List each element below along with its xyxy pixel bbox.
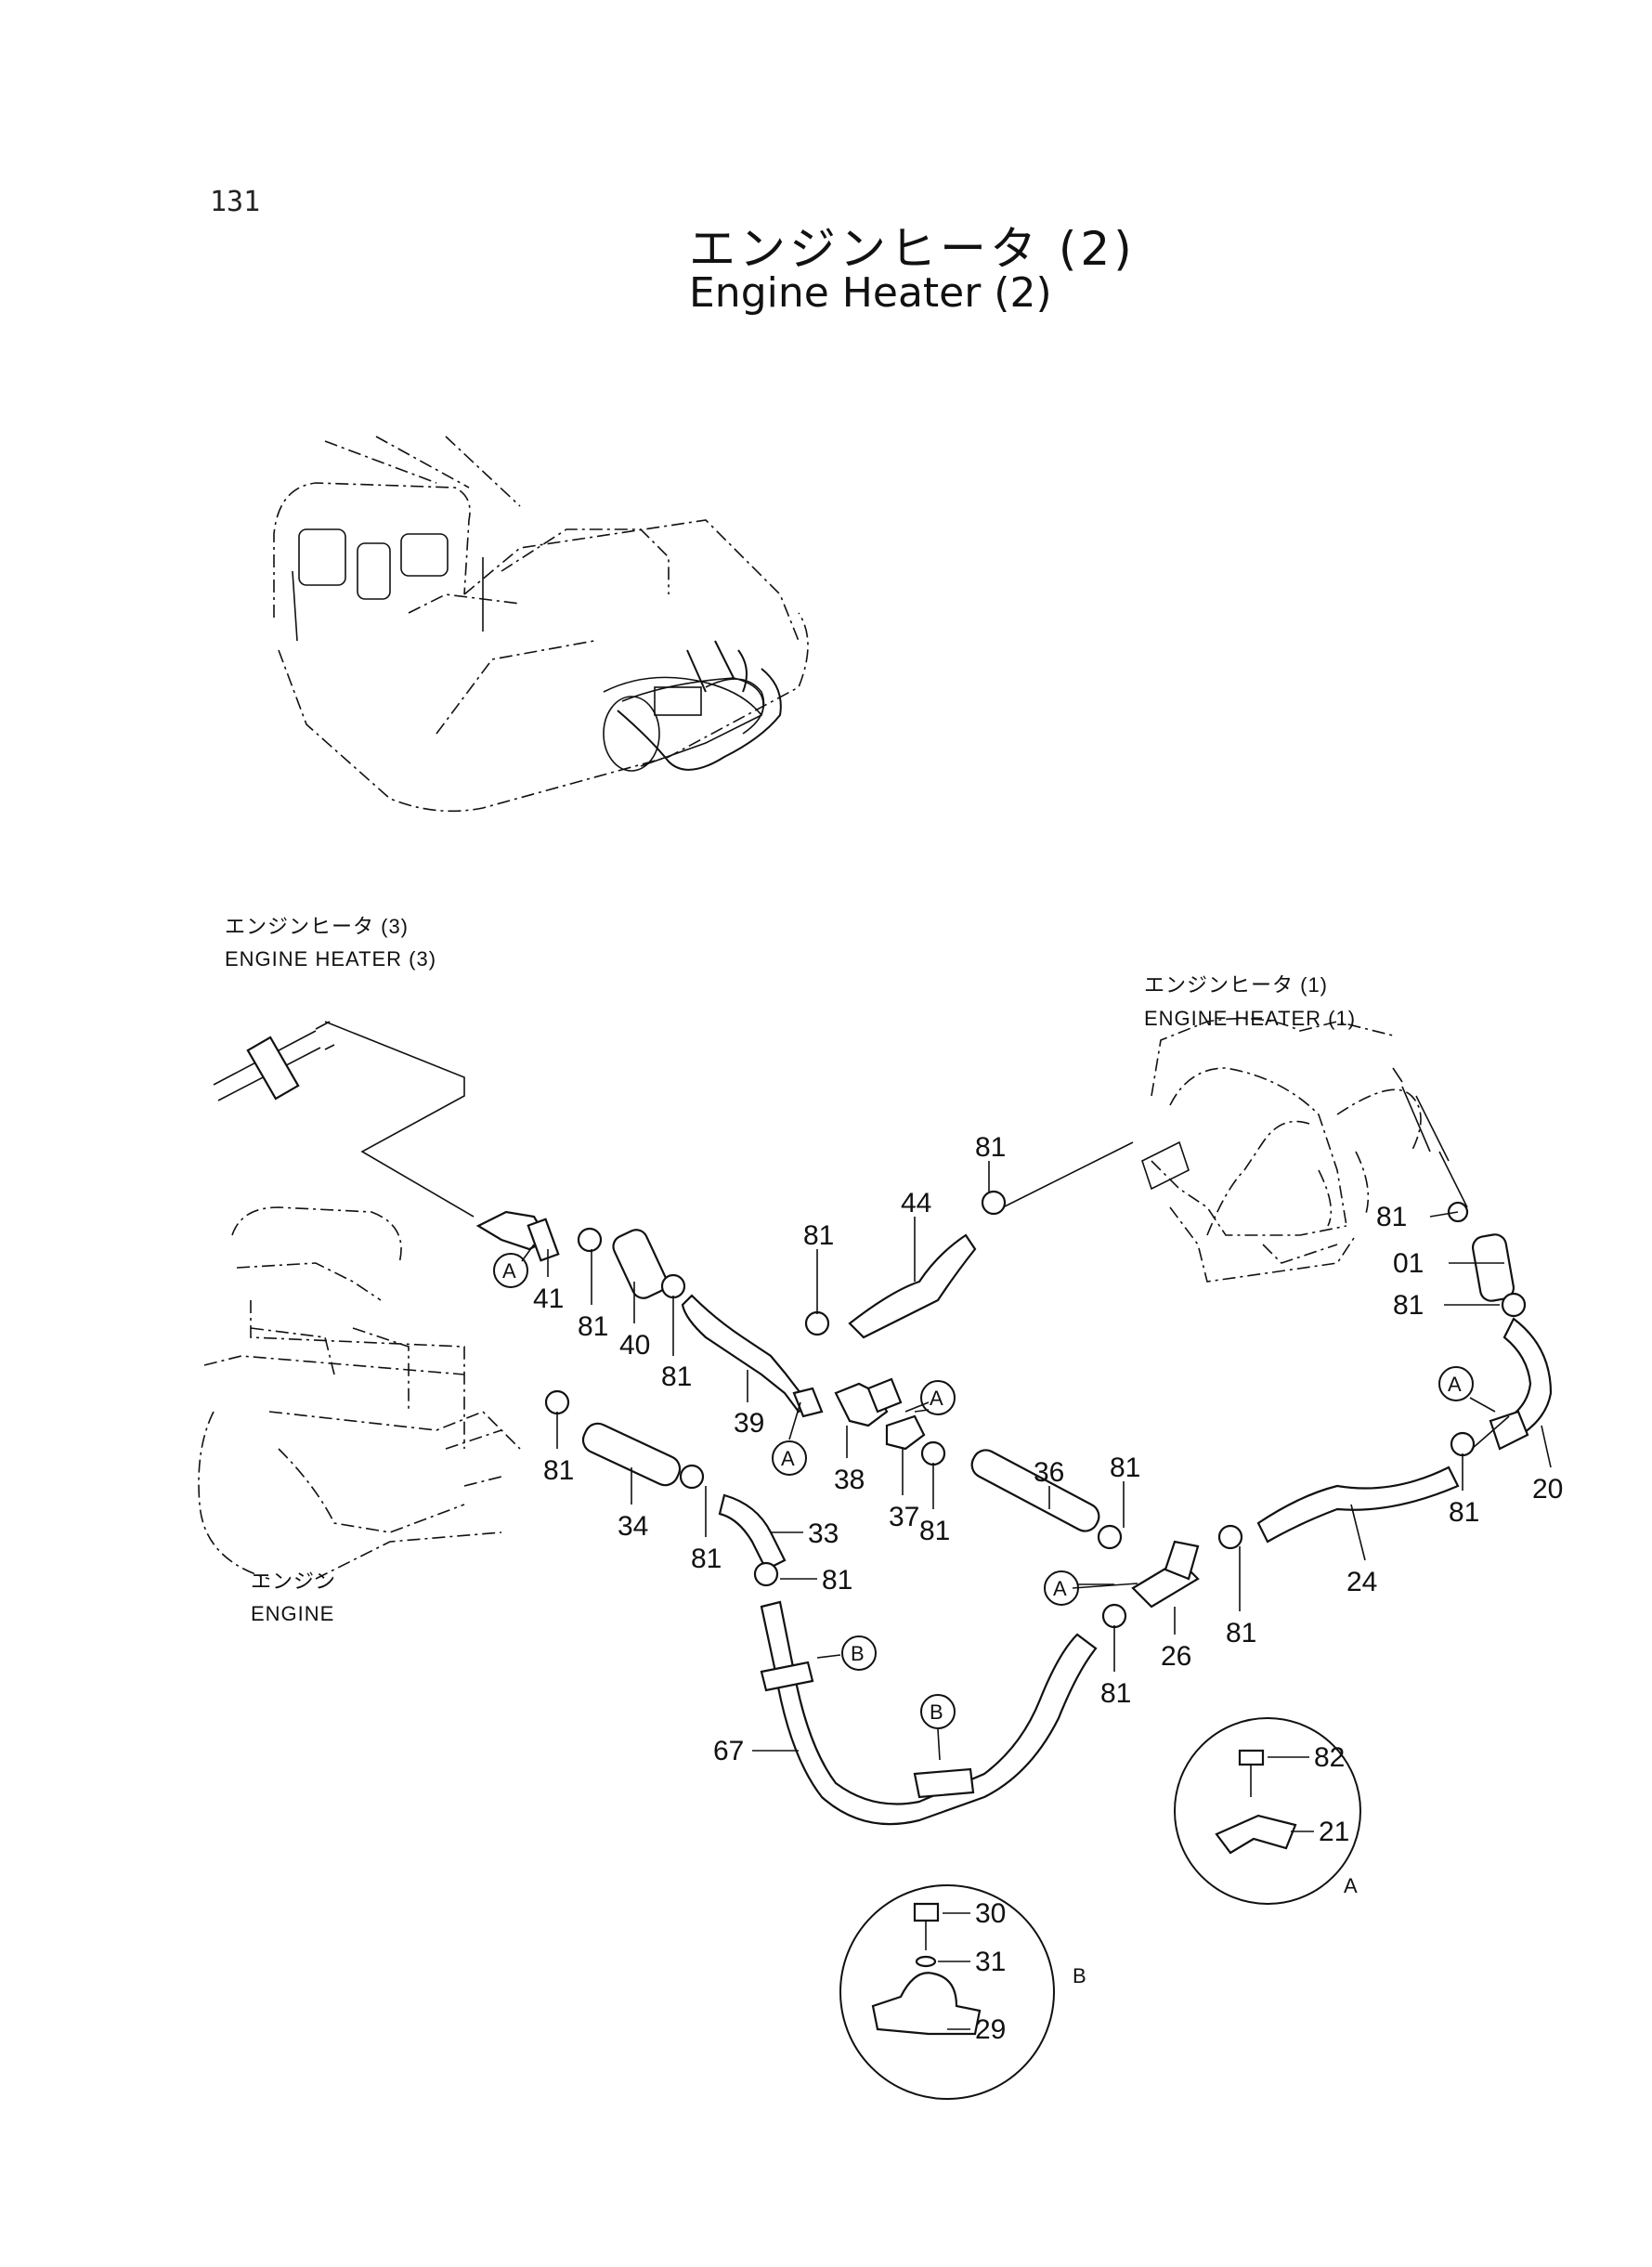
- ref-engine-heater-1-en: ENGINE HEATER (1): [1144, 1007, 1356, 1030]
- callout-44: 44: [901, 1188, 931, 1218]
- detail-view-b-label: B: [1073, 1964, 1087, 1987]
- svg-text:A: A: [502, 1259, 517, 1283]
- callout-39: 39: [734, 1408, 764, 1439]
- part-callouts: 41 81 40 81 39 81 44 81 38 37 81 36 81 8…: [533, 1132, 1563, 2045]
- svg-text:A: A: [1448, 1373, 1463, 1396]
- page-title-japanese: エンジンヒータ (2): [689, 222, 1136, 276]
- callout-29: 29: [975, 2014, 1006, 2045]
- callout-24: 24: [1346, 1567, 1377, 1597]
- callout-34: 34: [618, 1511, 648, 1542]
- callout-40: 40: [619, 1330, 650, 1361]
- callout-81: 81: [1100, 1678, 1131, 1709]
- callout-31: 31: [975, 1947, 1006, 1977]
- callout-81: 81: [822, 1565, 852, 1596]
- callout-33: 33: [808, 1518, 839, 1549]
- svg-text:B: B: [851, 1642, 865, 1665]
- excavator-overview-drawing: [273, 436, 809, 813]
- callout-81: 81: [1110, 1453, 1140, 1483]
- hose-clamps: [544, 1190, 1527, 1629]
- detail-marker-a: A: [493, 1253, 528, 1288]
- callout-81: 81: [691, 1544, 722, 1574]
- detail-view-b: [839, 1884, 1055, 2100]
- svg-text:A: A: [1053, 1577, 1068, 1600]
- detail-marker-a: A: [1438, 1366, 1474, 1401]
- ref-engine-heater-3-en: ENGINE HEATER (3): [225, 947, 436, 971]
- detail-view-a: [1174, 1717, 1361, 1905]
- callout-81: 81: [975, 1132, 1006, 1163]
- detail-view-a-label: A: [1344, 1874, 1359, 1897]
- detail-marker-a: A: [1044, 1570, 1079, 1606]
- callout-81: 81: [1226, 1618, 1256, 1648]
- callout-21: 21: [1319, 1817, 1349, 1847]
- ref-engine-heater-3-jp: エンジンヒータ (3): [225, 915, 409, 938]
- callout-36: 36: [1034, 1457, 1064, 1488]
- callout-82: 82: [1314, 1742, 1345, 1773]
- callout-81: 81: [1393, 1290, 1424, 1321]
- svg-text:B: B: [930, 1700, 944, 1724]
- leader-lines: [547, 1161, 1552, 1752]
- ref-engine-jp: エンジン: [251, 1570, 336, 1593]
- callout-20: 20: [1532, 1474, 1563, 1505]
- page-title-english: Engine Heater (2): [689, 269, 1052, 317]
- pipe-clamps: [760, 1661, 975, 1799]
- callout-81: 81: [661, 1362, 692, 1392]
- callout-37: 37: [889, 1502, 919, 1532]
- detail-marker-b: B: [920, 1694, 956, 1729]
- callout-81: 81: [1449, 1497, 1479, 1528]
- callout-38: 38: [834, 1465, 865, 1495]
- callout-30: 30: [975, 1898, 1006, 1929]
- hose-routing: [213, 1021, 1553, 1826]
- page-number: 131: [210, 186, 261, 218]
- callout-81: 81: [919, 1516, 950, 1546]
- detail-marker-b: B: [841, 1635, 877, 1671]
- detail-marker-a: A: [772, 1440, 807, 1476]
- ref-engine-en: ENGINE: [251, 1602, 334, 1625]
- callout-81: 81: [543, 1455, 574, 1486]
- detail-marker-a: A: [920, 1380, 956, 1415]
- callout-81: 81: [578, 1311, 608, 1342]
- svg-text:A: A: [781, 1447, 796, 1470]
- svg-text:A: A: [930, 1387, 944, 1410]
- callout-67: 67: [713, 1736, 744, 1766]
- ref-engine-heater-1-jp: エンジンヒータ (1): [1144, 973, 1328, 997]
- callout-81: 81: [803, 1220, 834, 1251]
- callout-26: 26: [1161, 1641, 1191, 1672]
- engine-heater-unit-drawing: [1141, 1017, 1431, 1283]
- callout-41: 41: [533, 1283, 564, 1314]
- engine-drawing: [198, 1206, 521, 1580]
- callout-81: 81: [1376, 1202, 1407, 1232]
- callout-01: 01: [1393, 1248, 1424, 1279]
